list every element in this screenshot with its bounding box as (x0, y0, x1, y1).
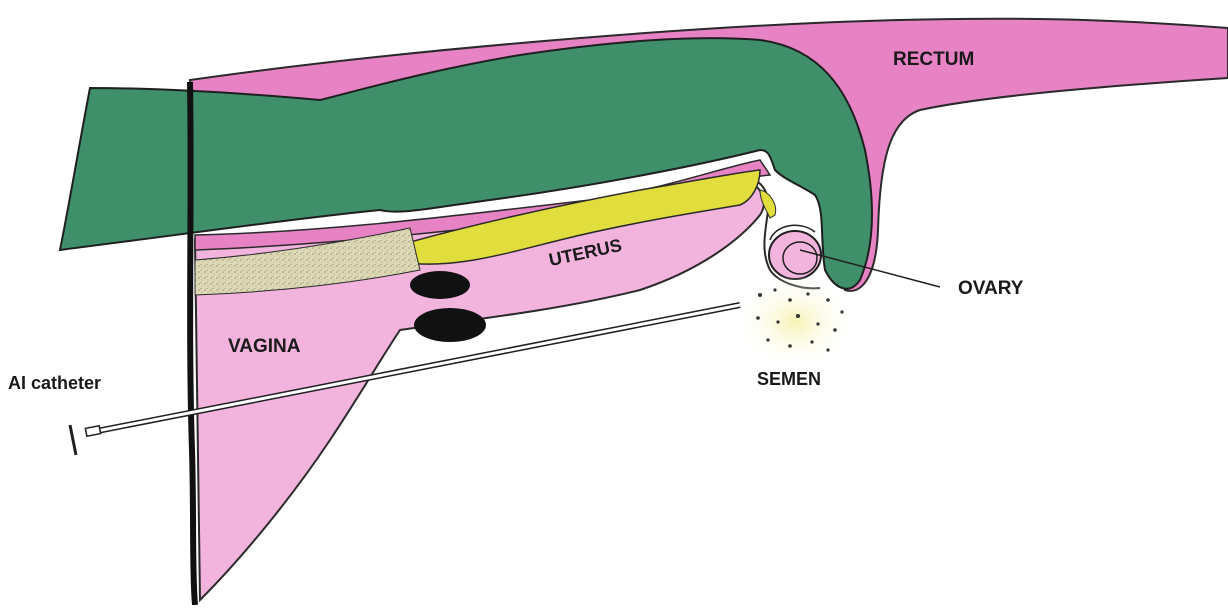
cervical-ring-2 (414, 308, 486, 342)
ovary-label: OVARY (958, 279, 1023, 298)
cervical-ring-1 (410, 271, 470, 299)
ai-catheter-label: AI catheter (8, 374, 101, 392)
semen-label: SEMEN (757, 370, 821, 388)
rectum-label: RECTUM (893, 50, 974, 69)
vagina-label: VAGINA (228, 337, 300, 356)
ovary (769, 225, 821, 279)
semen-glow (733, 274, 857, 370)
